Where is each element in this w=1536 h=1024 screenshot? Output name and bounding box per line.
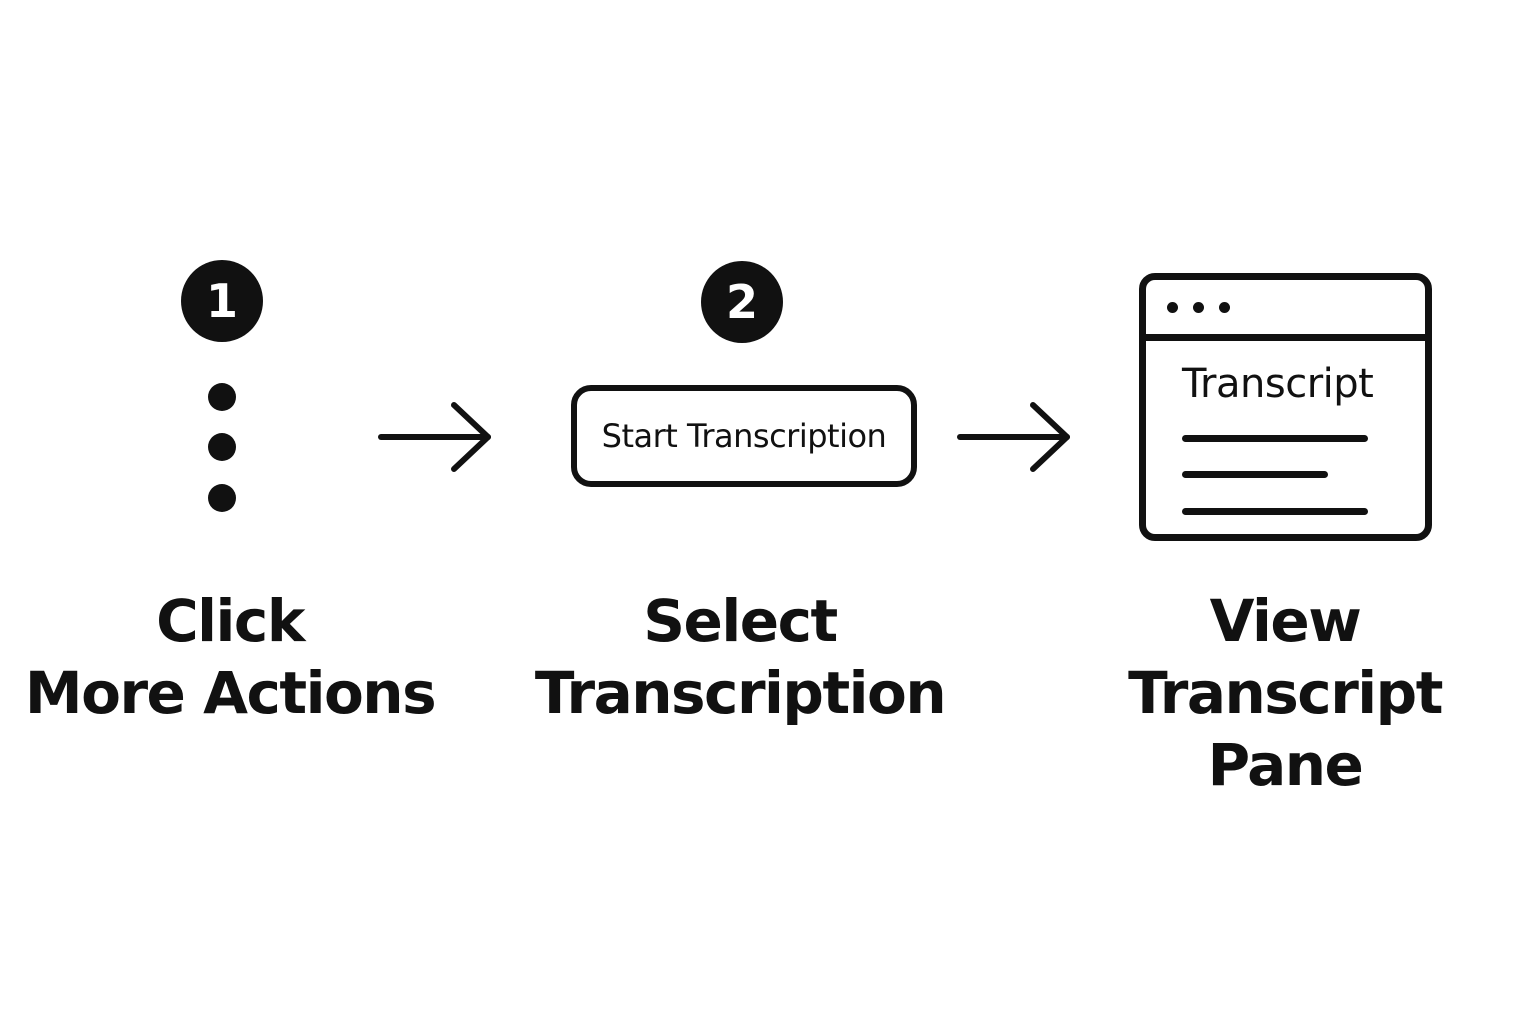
ellipsis-dot: [208, 433, 236, 461]
window-dot: [1219, 302, 1230, 313]
step-2-caption-line: Transcription: [534, 659, 947, 727]
step-1-badge: 1: [181, 260, 263, 342]
step-1-caption: Click More Actions: [20, 585, 440, 729]
step-2-badge: 2: [701, 261, 783, 343]
transcript-pane-icon: Transcript: [1139, 273, 1432, 541]
arrow-right-icon: [378, 402, 491, 472]
text-line: [1182, 471, 1328, 478]
ellipsis-dot: [208, 484, 236, 512]
text-line: [1182, 508, 1368, 515]
start-transcription-button[interactable]: Start Transcription: [571, 385, 917, 487]
arrow-right-icon: [957, 402, 1070, 472]
window-dot: [1167, 302, 1178, 313]
step-3-caption: View Transcript Pane: [1085, 585, 1485, 801]
step-2-caption: Select Transcription: [530, 585, 950, 729]
window-dot: [1193, 302, 1204, 313]
text-line: [1182, 435, 1368, 442]
step-1-caption-line: Click: [156, 587, 305, 655]
transcript-heading: Transcript: [1182, 361, 1374, 407]
ellipsis-dot: [208, 383, 236, 411]
step-3-caption-line: Pane: [1207, 731, 1364, 799]
window-titlebar: [1146, 280, 1425, 341]
step-2-caption-line: Select: [643, 587, 838, 655]
step-1-caption-line: More Actions: [24, 659, 437, 727]
step-3-caption-line: Transcript: [1128, 659, 1443, 727]
step-3-caption-line: View: [1209, 587, 1362, 655]
